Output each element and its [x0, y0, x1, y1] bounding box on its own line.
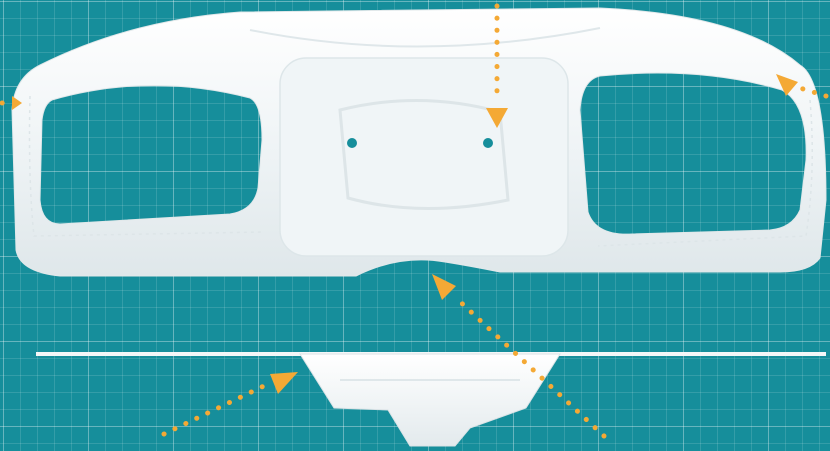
- vent-hole-right: [483, 138, 493, 148]
- arrow-side-profile: [164, 372, 298, 434]
- right-seam: [598, 100, 812, 246]
- vent-hole-left: [347, 138, 357, 148]
- central-pad: [280, 58, 568, 256]
- mask-top-view: [12, 8, 826, 276]
- mask-side-view: [36, 352, 826, 446]
- side-profile: [300, 354, 560, 446]
